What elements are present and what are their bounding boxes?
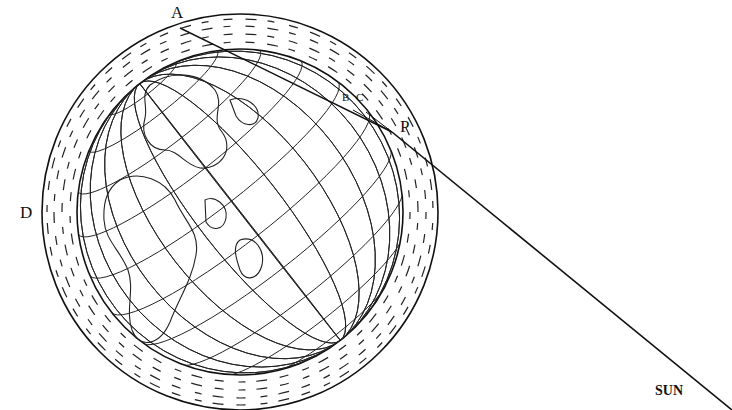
point-label: A (171, 4, 183, 21)
sun-ray (392, 132, 732, 410)
atmosphere-hatching (47, 19, 433, 405)
point-label: B (342, 92, 349, 103)
observer-ray (366, 112, 392, 132)
globe-grid (11, 0, 470, 410)
point-label: C (356, 92, 363, 103)
point-label: P (400, 118, 409, 135)
refracted-ray (180, 28, 392, 132)
continents (104, 75, 263, 343)
point-label: D (20, 204, 32, 221)
observer-ray (353, 110, 392, 132)
earth-outline (77, 49, 403, 375)
sun-label: SUN (655, 384, 683, 398)
